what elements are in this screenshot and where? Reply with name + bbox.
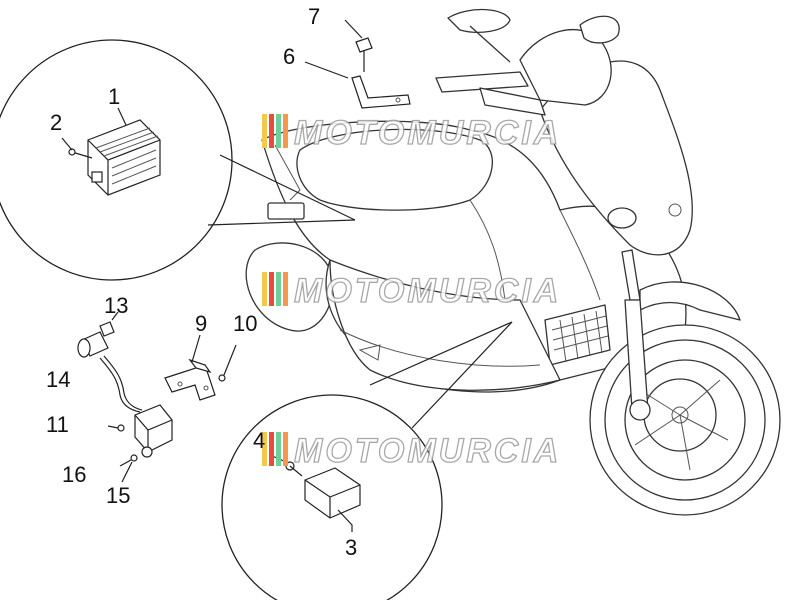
watermark-text: MOTOMURCIA — [294, 114, 561, 152]
module-part — [107, 404, 173, 483]
callout-labels: 1 2 3 4 6 7 9 10 11 13 14 15 16 — [46, 4, 357, 560]
callout-10: 10 — [233, 311, 257, 336]
callout-7: 7 — [308, 4, 320, 29]
callout-16: 16 — [62, 462, 86, 487]
watermark-stripe — [276, 114, 281, 148]
watermark-stripe — [276, 432, 281, 466]
scooter-outline — [245, 8, 693, 393]
detail-circle-regulator — [0, 39, 356, 281]
callout-9: 9 — [195, 311, 207, 336]
callout-15: 15 — [106, 483, 130, 508]
callout-6: 6 — [283, 44, 295, 69]
front-wheel — [589, 249, 781, 516]
control-unit-part — [285, 461, 361, 532]
watermark-bottom: MOTOMURCIA — [262, 431, 561, 471]
watermark-stripe — [283, 272, 288, 306]
connector-part — [77, 311, 143, 413]
watermark-stripe — [283, 114, 288, 148]
voltage-regulator-part — [87, 119, 161, 196]
callout-11: 11 — [46, 412, 69, 437]
watermark-stripe — [262, 272, 267, 306]
watermark-stripe — [262, 114, 267, 148]
watermark-stripe — [269, 114, 274, 148]
bracket-part — [164, 334, 216, 401]
top-bracket-parts — [304, 19, 411, 109]
watermark-stripe — [283, 432, 288, 466]
callout-3: 3 — [345, 535, 357, 560]
watermark-top: MOTOMURCIA — [262, 113, 561, 153]
callout-13: 13 — [104, 293, 128, 318]
watermark-text: MOTOMURCIA — [294, 272, 561, 310]
screw-part — [68, 148, 93, 159]
callout-1: 1 — [108, 84, 120, 109]
watermark-middle: MOTOMURCIA — [262, 271, 561, 311]
loose-parts-left — [77, 311, 237, 483]
watermark-text: MOTOMURCIA — [294, 432, 561, 470]
watermark-stripe — [276, 272, 281, 306]
watermark-stripe — [269, 432, 274, 466]
watermark-stripe — [269, 272, 274, 306]
bolt-part — [218, 344, 237, 382]
callout-4: 4 — [253, 428, 265, 453]
callout-2: 2 — [50, 110, 62, 135]
callout-14: 14 — [46, 367, 70, 392]
watermark-stripe — [262, 432, 267, 466]
